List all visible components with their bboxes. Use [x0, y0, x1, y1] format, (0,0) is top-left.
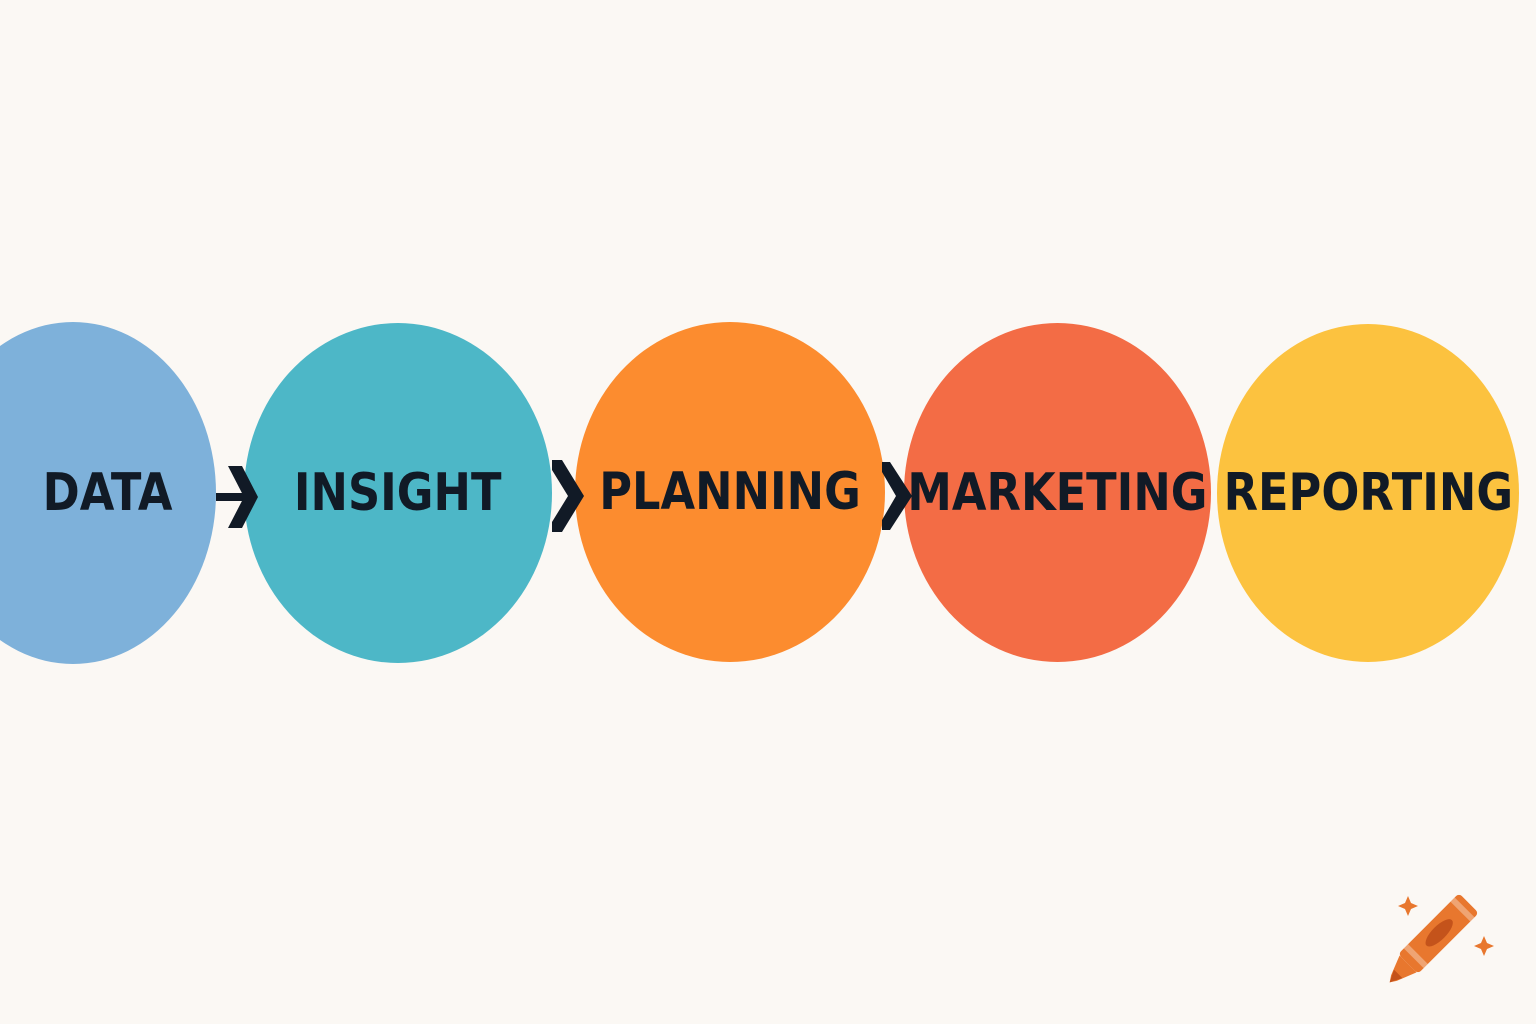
step-label-marketing: MARKETING — [907, 462, 1208, 523]
arrow-data-to-insight — [216, 466, 258, 528]
step-label-insight: INSIGHT — [294, 463, 502, 523]
step-label-data: DATA — [43, 463, 173, 523]
step-circle-marketing: MARKETING — [904, 323, 1211, 662]
step-label-reporting: REPORTING — [1223, 463, 1513, 523]
step-label-planning: PLANNING — [599, 462, 861, 522]
arrow-insight-to-planning — [552, 460, 584, 532]
crayon-icon — [1389, 894, 1494, 983]
step-circle-planning: PLANNING — [575, 322, 885, 662]
step-circle-data: DATA — [0, 322, 216, 664]
step-circle-reporting: REPORTING — [1217, 324, 1519, 662]
arrow-planning-to-marketing — [882, 462, 912, 530]
step-circle-insight: INSIGHT — [244, 323, 552, 663]
